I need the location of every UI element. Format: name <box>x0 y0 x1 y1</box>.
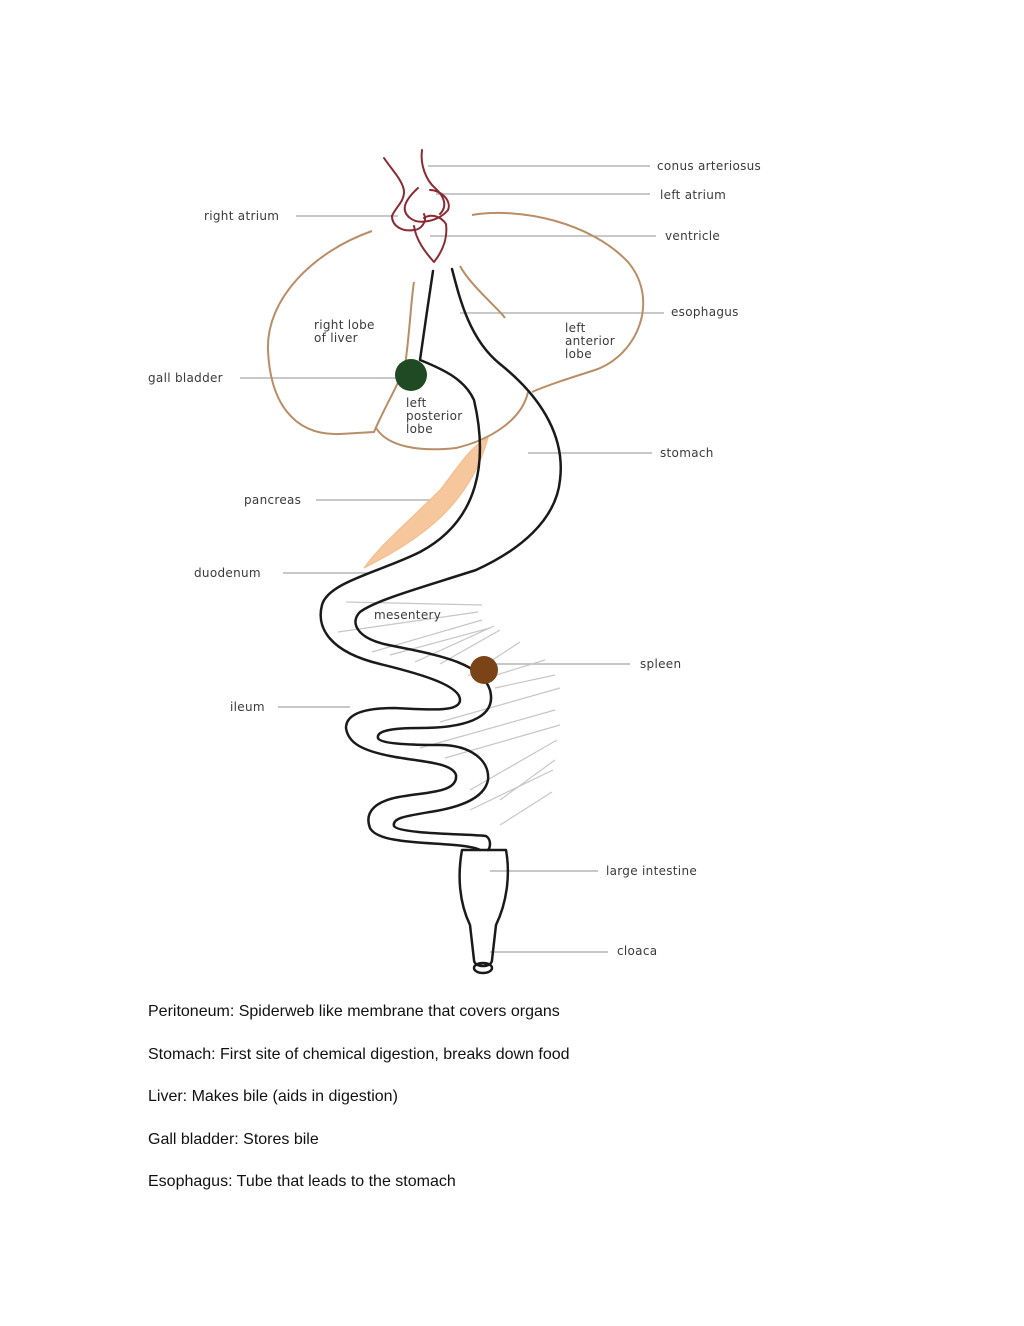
label-left-atrium: left atrium <box>660 188 726 202</box>
left-atrium-chamber <box>403 187 450 223</box>
heart-vessel-right <box>420 149 446 215</box>
note-stomach: Stomach: First site of chemical digestio… <box>148 1045 570 1063</box>
pancreas <box>363 437 489 569</box>
label-pancreas: pancreas <box>244 493 301 507</box>
cloaca-opening <box>472 961 494 975</box>
note-gall-bladder: Gall bladder: Stores bile <box>148 1130 319 1148</box>
label-spleen: spleen <box>640 657 681 671</box>
label-mesentery: mesentery <box>374 608 441 622</box>
note-esophagus: Esophagus: Tube that leads to the stomac… <box>148 1173 456 1190</box>
label-right-lobe-2: of liver <box>314 331 358 345</box>
liver <box>266 211 645 451</box>
diagram-labels: conus arteriosus left atrium right atriu… <box>148 159 761 958</box>
label-right-lobe-1: right lobe <box>314 318 375 332</box>
label-left-anterior-1: left <box>565 321 586 335</box>
label-large-intestine: large intestine <box>606 864 697 878</box>
liver-inner-curve <box>459 265 506 319</box>
note-peritoneum: Peritoneum: Spiderweb like membrane that… <box>148 1003 560 1020</box>
liver-right-lobe <box>266 230 415 436</box>
gall-bladder <box>395 359 427 391</box>
label-left-posterior-2: posterior <box>406 409 463 423</box>
label-duodenum: duodenum <box>194 566 261 580</box>
label-stomach: stomach <box>660 446 714 460</box>
heart <box>383 149 450 263</box>
liver-left-anterior-lobe <box>471 211 645 393</box>
label-left-anterior-2: anterior <box>565 334 615 348</box>
label-right-atrium: right atrium <box>204 209 279 223</box>
spleen <box>470 656 498 684</box>
liver-left-posterior-lobe <box>375 391 529 451</box>
label-left-anterior-3: lobe <box>565 347 592 361</box>
digestive-system-diagram: conus arteriosus left atrium right atriu… <box>148 149 761 975</box>
label-ventricle: ventricle <box>665 229 720 243</box>
conus-arteriosus-vessel <box>383 157 405 217</box>
large-intestine <box>458 848 510 968</box>
digestive-tract <box>319 267 562 975</box>
notes-list: Peritoneum: Spiderweb like membrane that… <box>148 1002 908 1215</box>
label-gall-bladder: gall bladder <box>148 371 223 385</box>
label-cloaca: cloaca <box>617 944 657 958</box>
note-liver: Liver: Makes bile (aids in digestion) <box>148 1088 398 1105</box>
label-esophagus: esophagus <box>671 305 739 319</box>
label-left-posterior-3: lobe <box>406 422 433 436</box>
label-left-posterior-1: left <box>406 396 427 410</box>
mesentery-strands <box>337 601 561 826</box>
label-conus-arteriosus: conus arteriosus <box>657 159 761 173</box>
label-ileum: ileum <box>230 700 265 714</box>
ventricle-chamber <box>413 214 448 263</box>
gut-right-wall <box>354 267 562 852</box>
gut-left-wall <box>319 269 482 852</box>
